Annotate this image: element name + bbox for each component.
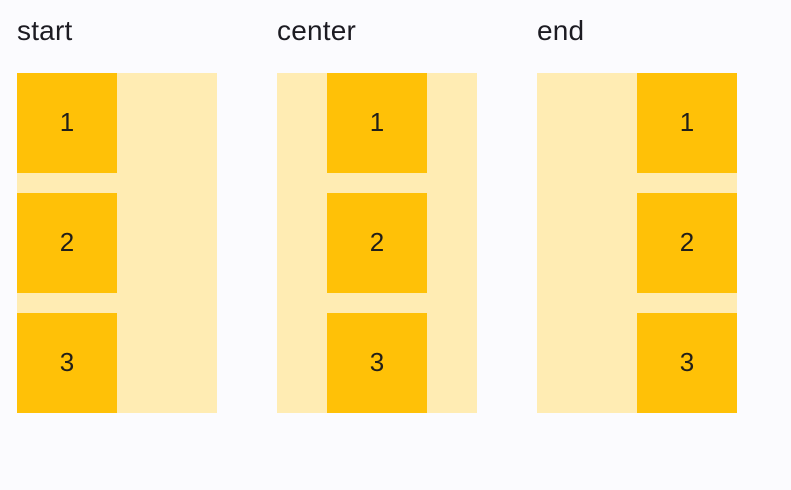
flex-item-3: 3 bbox=[637, 312, 737, 413]
example-center-label: center bbox=[277, 15, 357, 46]
flex-item-2: 2 bbox=[327, 192, 427, 293]
alignment-examples-row: start 1 2 3 center 1 2 3 end 1 2 3 bbox=[17, 12, 737, 413]
flex-item-1: 1 bbox=[17, 72, 117, 173]
example-start-label: start bbox=[17, 15, 73, 46]
example-center: center 1 2 3 bbox=[277, 12, 477, 413]
example-start-container: 1 2 3 bbox=[17, 72, 217, 413]
flex-item-3: 3 bbox=[17, 312, 117, 413]
flex-item-1: 1 bbox=[637, 72, 737, 173]
flex-item-3: 3 bbox=[327, 312, 427, 413]
example-end-container: 1 2 3 bbox=[537, 72, 737, 413]
example-center-container: 1 2 3 bbox=[277, 72, 477, 413]
flex-item-2: 2 bbox=[17, 192, 117, 293]
example-end: end 1 2 3 bbox=[537, 12, 737, 413]
example-end-label: end bbox=[537, 15, 585, 46]
flex-item-2: 2 bbox=[637, 192, 737, 293]
example-start: start 1 2 3 bbox=[17, 12, 217, 413]
flex-item-1: 1 bbox=[327, 72, 427, 173]
